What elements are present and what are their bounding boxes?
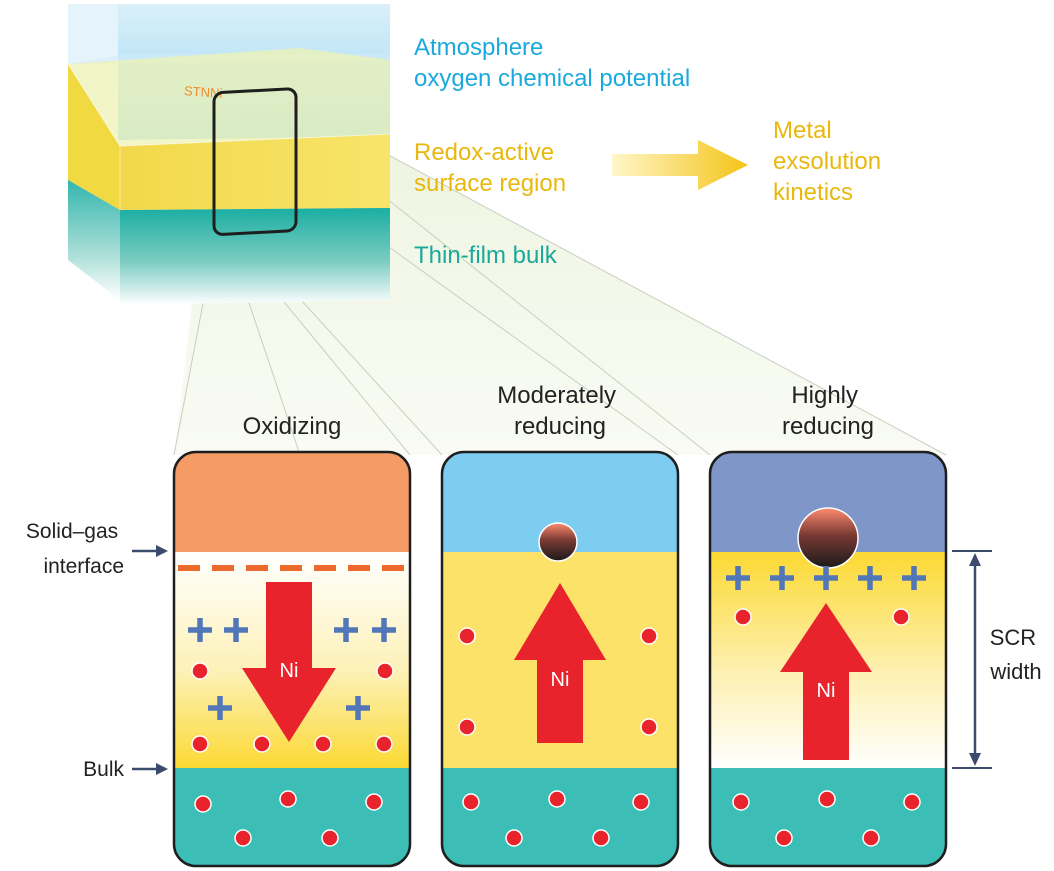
- ni-cations: [191, 662, 394, 847]
- zoom-window: [212, 87, 298, 236]
- exsolved-particle-small: [538, 522, 578, 562]
- atmosphere-label-line-1: Atmosphere: [414, 34, 543, 61]
- redox-label-line-2: surface region: [414, 170, 566, 197]
- scr-label-line-2: width: [989, 659, 1041, 684]
- ni-cations: [732, 608, 921, 847]
- kinetics-label-line-2: exsolution: [773, 148, 881, 175]
- ni-label: Ni: [280, 660, 299, 682]
- thin-film-block: STNNi: [67, 4, 391, 305]
- ni-arrow-up: [780, 603, 872, 760]
- panel-1-title: Oxidizing: [243, 413, 342, 440]
- exsolved-particle-large: [797, 507, 859, 569]
- ni-label: Ni: [551, 669, 570, 691]
- panel-3-title-line-1: Highly: [791, 382, 858, 409]
- kinetics-arrow: [612, 140, 748, 190]
- plus-charges: [726, 566, 926, 590]
- panel-2-title-line-1: Moderately: [497, 382, 616, 409]
- redox-label-line-1: Redox-active: [414, 139, 554, 166]
- ni-arrow-up: [514, 583, 606, 743]
- redox-label: Redox-active surface region: [414, 139, 566, 197]
- ni-label: Ni: [817, 680, 836, 702]
- sample-label: STNNi: [184, 83, 223, 101]
- ni-arrow-down: [242, 582, 336, 742]
- panel-3-title: Highly reducing: [782, 382, 874, 440]
- atmosphere-label-line-2: oxygen chemical potential: [414, 65, 690, 92]
- panel-3-title-line-2: reducing: [782, 413, 874, 440]
- oxidizing-bulk-region: [174, 768, 410, 866]
- scr-label-line-1: SCR: [990, 625, 1036, 650]
- interface-label-line-1: Solid–gas: [26, 520, 118, 543]
- atmosphere-label: Atmosphere oxygen chemical potential: [414, 34, 690, 92]
- solid-gas-interface-label: Solid–gas interface: [26, 520, 124, 578]
- bulk-label: Bulk: [83, 758, 124, 781]
- ni-cations: [458, 627, 658, 847]
- high-bulk-region: [710, 768, 946, 866]
- plus-charges: [188, 618, 396, 720]
- interface-label-line-2: interface: [43, 555, 124, 578]
- thin-film-bulk-label: Thin-film bulk: [414, 242, 558, 269]
- kinetics-label-line-3: kinetics: [773, 179, 853, 206]
- bulk-pointer-arrow: [132, 763, 168, 775]
- scr-width-label: SCR width: [989, 625, 1042, 684]
- panel-highly-reducing: Ni: [708, 450, 948, 868]
- kinetics-label: Metal exsolution kinetics: [773, 117, 888, 206]
- oxidizing-gas-region: [174, 452, 410, 552]
- panel-moderately-reducing: Ni: [440, 450, 680, 868]
- moderate-bulk-region: [442, 768, 678, 866]
- panel-2-title-line-2: reducing: [514, 413, 606, 440]
- scr-width-indicator: [952, 550, 992, 769]
- panel-1-title-line-1: Oxidizing: [243, 413, 342, 440]
- interface-pointer-arrow: [132, 545, 168, 557]
- kinetics-label-line-1: Metal: [773, 117, 832, 144]
- panel-oxidizing: Ni: [172, 450, 412, 868]
- panel-2-title: Moderately reducing: [497, 382, 622, 440]
